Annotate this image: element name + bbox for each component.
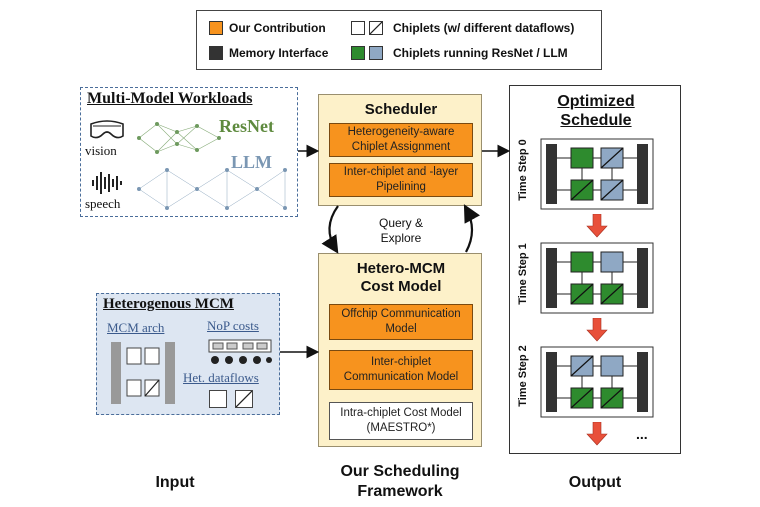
dataflow-diagonal xyxy=(600,147,624,169)
framework-label-1: Our Scheduling xyxy=(340,463,460,480)
noc-links xyxy=(557,261,637,295)
scheduler-panel: Scheduler Heterogeneity-aware Chiplet As… xyxy=(318,94,482,206)
legend-chiplets-dataflows: Chiplets (w/ different dataflows) xyxy=(393,21,575,35)
diagonal-chiplet-swatch xyxy=(369,21,383,35)
mcm-panel: Heterogenous MCM MCM arch NoP costs Het.… xyxy=(96,293,280,415)
legend-chiplets-running: Chiplets running ResNet / LLM xyxy=(393,46,568,60)
llm-network-graphic xyxy=(137,168,287,210)
chiplet-0 xyxy=(570,251,594,273)
inter-chiplet-model-label: Inter-chiplet Communication Model xyxy=(343,356,459,383)
resnet-network-graphic xyxy=(137,122,221,154)
snapshot-frame xyxy=(540,242,654,314)
pipelining-label: Inter-chiplet and -layer Pipelining xyxy=(343,166,459,193)
dataflow-diagonal xyxy=(600,283,624,305)
explore-up-arrow xyxy=(463,204,481,253)
mcm-arch-label: MCM arch xyxy=(107,320,165,335)
dataflow-chiplet-diagonal xyxy=(235,390,253,408)
query-down-arrow xyxy=(321,205,339,254)
offchip-model-label: Offchip Communication Model xyxy=(341,308,461,335)
noc-links xyxy=(557,365,637,399)
legend-memory-interface: Memory Interface xyxy=(229,46,329,60)
chiplet-1 xyxy=(600,251,624,273)
workloads-title: Multi-Model Workloads xyxy=(87,90,253,107)
more-steps-ellipsis: ... xyxy=(636,426,648,442)
schedule-snapshot-0 xyxy=(540,138,654,210)
memory-interface-right xyxy=(637,248,648,308)
inter-chiplet-model-box: Inter-chiplet Communication Model xyxy=(329,350,473,390)
nop-costs-label: NoP costs xyxy=(207,318,259,333)
pipelining-box: Inter-chiplet and -layer Pipelining xyxy=(329,163,473,197)
legend: Our Contribution Chiplets (w/ different … xyxy=(196,10,602,70)
dataflow-diagonal xyxy=(600,387,624,409)
chiplet-assignment-box: Heterogeneity-aware Chiplet Assignment xyxy=(329,123,473,157)
het-dataflows-label: Het. dataflows xyxy=(183,370,259,385)
snapshot-frame xyxy=(540,346,654,418)
memory-interface-left xyxy=(546,144,557,204)
noc-links xyxy=(557,157,637,191)
memory-interface-right xyxy=(637,144,648,204)
llm-label: LLM xyxy=(231,152,273,172)
vr-goggles-icon xyxy=(90,120,124,139)
dataflow-diagonal xyxy=(600,179,624,201)
vision-label: vision xyxy=(85,143,117,158)
snapshot-frame xyxy=(540,138,654,210)
next-step-arrow xyxy=(586,214,608,238)
workloads-panel: Multi-Model Workloads vision speech ResN… xyxy=(80,87,298,217)
framework-label-2: Framework xyxy=(357,483,443,500)
green-swatch xyxy=(351,46,365,60)
cost-model-title-2: Cost Model xyxy=(360,278,442,295)
cost-model-panel: Hetero-MCM Cost Model Offchip Communicat… xyxy=(318,253,482,447)
next-step-arrow xyxy=(586,318,608,342)
resnet-label: ResNet xyxy=(219,116,274,136)
output-title-1: Optimized xyxy=(557,93,635,110)
schedule-snapshot-1 xyxy=(540,242,654,314)
input-label: Input xyxy=(155,474,195,491)
speech-label: speech xyxy=(85,196,121,211)
scheduler-title: Scheduler xyxy=(364,101,438,118)
white-chiplet-swatch xyxy=(351,21,365,35)
blue-swatch xyxy=(369,46,383,60)
mcm-title: Heterogenous MCM xyxy=(103,296,234,312)
next-step-arrow xyxy=(586,422,608,446)
orange-swatch xyxy=(209,21,223,35)
offchip-model-box: Offchip Communication Model xyxy=(329,304,473,340)
output-title-2: Schedule xyxy=(560,112,632,129)
waveform-icon xyxy=(92,172,122,194)
mcm-arch-graphic xyxy=(111,342,175,404)
memory-interface-right xyxy=(637,352,648,412)
schedule-snapshot-2 xyxy=(540,346,654,418)
dataflow-diagonal xyxy=(570,355,594,377)
memory-swatch xyxy=(209,46,223,60)
chiplet-assignment-label: Heterogeneity-aware Chiplet Assignment xyxy=(347,126,455,153)
query-explore-label: Query & Explore xyxy=(378,216,423,245)
cost-model-title-1: Hetero-MCM xyxy=(356,260,446,277)
intra-chiplet-model-box: Intra-chiplet Cost Model (MAESTRO*) xyxy=(329,402,473,440)
nop-costs-graphic xyxy=(208,339,272,364)
dataflow-diagonal xyxy=(570,179,594,201)
chiplet-1 xyxy=(600,355,624,377)
memory-interface-left xyxy=(546,352,557,412)
dataflow-diagonal xyxy=(570,283,594,305)
memory-interface-left xyxy=(546,248,557,308)
dataflow-diagonal xyxy=(570,387,594,409)
legend-our-contribution: Our Contribution xyxy=(229,21,326,35)
output-label: Output xyxy=(568,474,622,491)
chiplet-0 xyxy=(570,147,594,169)
dataflow-chiplet-plain xyxy=(209,390,227,408)
intra-chiplet-model-label: Intra-chiplet Cost Model (MAESTRO*) xyxy=(340,407,462,434)
